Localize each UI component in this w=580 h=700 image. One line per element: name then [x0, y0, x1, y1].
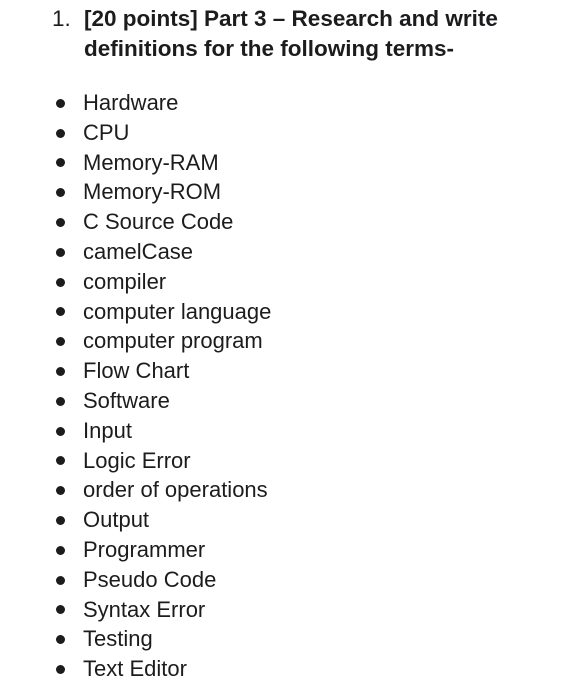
bullet-icon — [56, 218, 65, 228]
term-list-item: Output — [56, 505, 271, 535]
term-list: Hardware CPU Memory-RAM Memory-ROM C Sou… — [56, 88, 271, 684]
bullet-icon — [56, 277, 65, 287]
bullet-icon — [56, 516, 65, 526]
term-label: Syntax Error — [83, 596, 206, 622]
term-label: Text Editor — [83, 656, 187, 682]
term-list-item: Flow Chart — [56, 356, 271, 386]
term-list-item: Logic Error — [56, 446, 271, 476]
bullet-icon — [56, 128, 65, 138]
bullet-icon — [56, 426, 65, 436]
term-list-item: Programmer — [56, 535, 271, 565]
term-list-item: Input — [56, 416, 271, 446]
term-label: Memory-ROM — [83, 179, 222, 205]
term-list-item: order of operations — [56, 475, 271, 505]
bullet-icon — [56, 307, 65, 317]
question-text: [20 points] Part 3 – Research and write … — [84, 6, 498, 61]
term-label: Programmer — [83, 536, 206, 562]
term-list-item: Memory-ROM — [56, 177, 271, 207]
bullet-icon — [56, 545, 65, 555]
term-label: Memory-RAM — [83, 149, 219, 175]
term-label: C Source Code — [83, 209, 234, 235]
bullet-icon — [56, 188, 65, 198]
bullet-icon — [56, 575, 65, 585]
term-list-item: computer program — [56, 326, 271, 356]
term-label: Input — [83, 417, 132, 443]
term-label: compiler — [83, 268, 167, 294]
question-number: 1. — [52, 6, 71, 31]
term-label: Pseudo Code — [83, 566, 217, 592]
term-label: Output — [83, 507, 150, 533]
bullet-icon — [56, 158, 65, 168]
bullet-icon — [56, 486, 65, 496]
term-list-item: computer language — [56, 297, 271, 327]
term-list-item: Software — [56, 386, 271, 416]
term-list-item: Text Editor — [56, 654, 271, 684]
term-label: order of operations — [83, 477, 268, 503]
bullet-icon — [56, 635, 65, 645]
bullet-icon — [56, 247, 65, 257]
term-list-item: Memory-RAM — [56, 148, 271, 178]
term-list-item: camelCase — [56, 237, 271, 267]
term-label: computer language — [83, 298, 272, 324]
bullet-icon — [56, 367, 65, 377]
bullet-icon — [56, 665, 65, 675]
term-list-item: Syntax Error — [56, 595, 271, 625]
bullet-icon — [56, 605, 65, 615]
bullet-icon — [56, 396, 65, 406]
term-label: Testing — [83, 626, 153, 652]
term-label: Flow Chart — [83, 358, 190, 384]
term-list-item: CPU — [56, 118, 271, 148]
term-label: computer program — [83, 328, 263, 354]
bullet-icon — [56, 337, 65, 347]
term-list-item: Pseudo Code — [56, 565, 271, 595]
term-label: Software — [83, 387, 170, 413]
term-list-item: compiler — [56, 267, 271, 297]
bullet-icon — [56, 98, 65, 108]
term-label: CPU — [83, 119, 130, 145]
term-list-item: Hardware — [56, 88, 271, 118]
term-label: Logic Error — [83, 447, 191, 473]
question-heading: 1. [20 points] Part 3 – Research and wri… — [52, 4, 552, 64]
term-label: Hardware — [83, 90, 179, 115]
bullet-icon — [56, 456, 65, 466]
term-list-item: C Source Code — [56, 207, 271, 237]
term-list-item: Testing — [56, 624, 271, 654]
term-label: camelCase — [83, 238, 194, 264]
